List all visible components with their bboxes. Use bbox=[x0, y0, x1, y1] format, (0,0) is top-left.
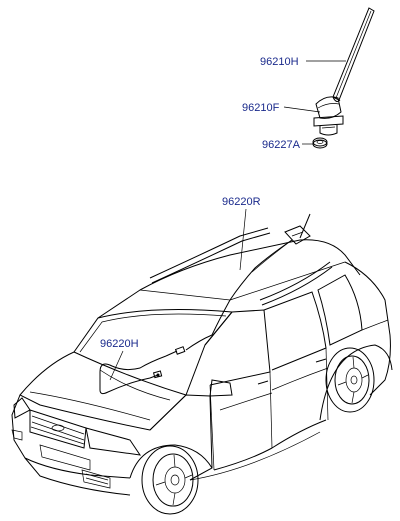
grille bbox=[29, 409, 87, 449]
rear-cable bbox=[185, 239, 293, 351]
rear-wheel bbox=[325, 347, 375, 413]
front-wheel bbox=[141, 445, 199, 515]
vehicle-body bbox=[11, 227, 393, 496]
antenna-mast bbox=[332, 7, 375, 102]
callout-nut: 96227A bbox=[262, 139, 301, 151]
leader-rear-cable bbox=[239, 208, 247, 271]
front-cable bbox=[99, 355, 167, 395]
roof-antenna-mount bbox=[284, 213, 311, 245]
cable-connector bbox=[165, 346, 186, 357]
antenna-nut bbox=[312, 137, 328, 149]
leader-front-cable bbox=[109, 350, 124, 381]
callout-rear-cable: 96220R bbox=[222, 196, 261, 208]
leader-base bbox=[283, 106, 321, 113]
callout-front-cable: 96220H bbox=[100, 338, 139, 350]
antenna-base bbox=[313, 96, 344, 136]
callout-mast: 96210H bbox=[260, 56, 299, 68]
callout-base: 96210F bbox=[242, 102, 280, 114]
